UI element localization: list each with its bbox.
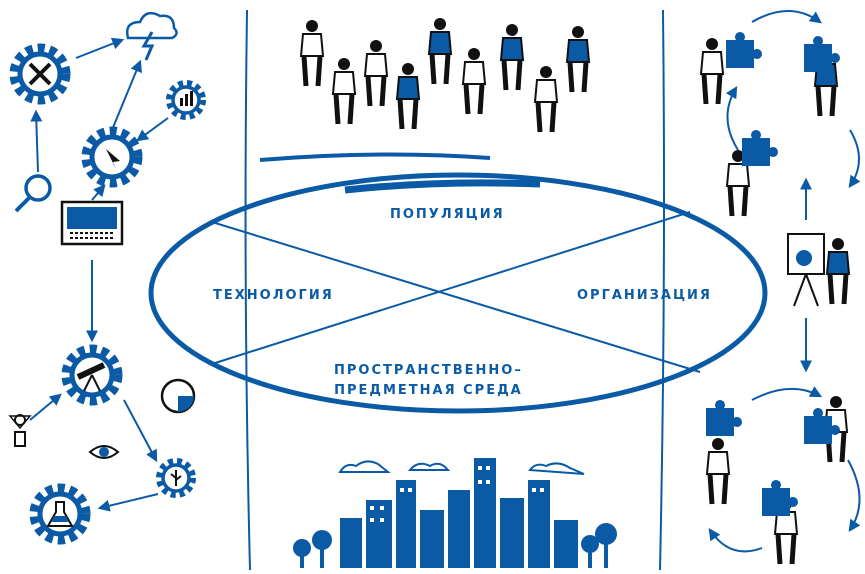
teamwork-puzzle-illustration <box>701 10 861 564</box>
presentation-board-icon <box>787 233 825 307</box>
tools-gear-icon <box>14 48 66 100</box>
left-divider-line <box>244 9 251 571</box>
spatial-environment-label-line2: ПРЕДМЕТНАЯ СРЕДА <box>334 383 523 398</box>
flask-gear-icon <box>34 488 86 540</box>
cloud-lightning-icon <box>126 11 178 61</box>
city-skyline-illustration <box>293 458 617 568</box>
telescope-gear-icon <box>66 349 118 401</box>
usb-gear-icon <box>159 461 193 495</box>
chart-gear-icon <box>169 83 203 117</box>
people-crowd-illustration <box>301 18 589 132</box>
right-divider-line <box>659 9 665 571</box>
eye-icon <box>88 445 120 459</box>
cursor-gear-icon <box>86 131 138 183</box>
spatial-environment-label: ПРОСТРАНСТВЕННО– ПРЕДМЕТНАЯ СРЕДА <box>334 361 523 401</box>
pie-chart-icon <box>160 378 196 414</box>
spatial-environment-label-line1: ПРОСТРАНСТВЕННО– <box>334 363 523 378</box>
person-network-icon <box>8 414 32 447</box>
technology-icons <box>8 11 203 540</box>
laptop-icon <box>60 200 124 246</box>
organization-label: ОРГАНИЗАЦИЯ <box>577 288 712 303</box>
technology-label: ТЕХНОЛОГИЯ <box>213 288 334 303</box>
central-ellipse <box>148 152 768 414</box>
population-label: ПОПУЛЯЦИЯ <box>390 207 505 222</box>
magnifier-icon <box>14 174 52 213</box>
